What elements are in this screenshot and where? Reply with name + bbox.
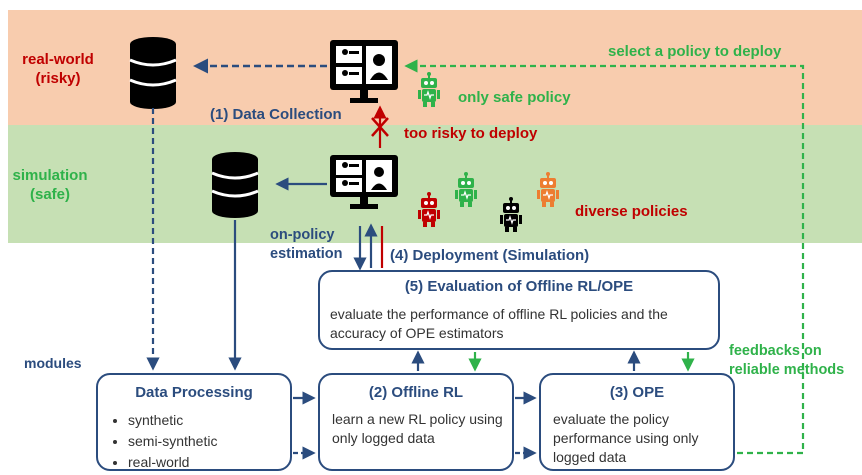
- blocked-cross-icon: [371, 117, 389, 137]
- simulation-label: simulation (safe): [12, 167, 88, 203]
- feedbacks-label: feedbacks on reliable methods: [729, 343, 845, 378]
- on-policy-estimation-label: on-policy estimation: [270, 227, 343, 262]
- real-world-label: real-world (risky): [22, 51, 94, 87]
- data-source-item: real-world: [128, 452, 217, 473]
- database-icon: [129, 37, 177, 109]
- deployment-label: (4) Deployment (Simulation): [390, 247, 590, 264]
- evaluation-text: evaluate the performance of offline RL p…: [330, 306, 668, 341]
- data-processing-box: Data Processing synthetic semi-synthetic…: [96, 373, 292, 471]
- ope-box: (3) OPE evaluate the policy performance …: [539, 373, 735, 471]
- robot-icon: [418, 72, 440, 107]
- diverse-policies-label: diverse policies: [575, 203, 688, 220]
- robot-icon: [455, 172, 477, 207]
- evaluation-title: (5) Evaluation of Offline RL/OPE: [404, 278, 634, 295]
- data-processing-title: Data Processing: [135, 384, 253, 401]
- data-processing-list: synthetic semi-synthetic real-world: [110, 410, 217, 473]
- offline-rl-text: learn a new RL policy using only logged …: [332, 411, 503, 446]
- database-icon: [211, 152, 259, 218]
- ope-text: evaluate the policy performance using on…: [553, 411, 699, 465]
- ope-title: (3) OPE: [609, 384, 665, 401]
- offline-rl-title: (2) Offline RL: [368, 384, 464, 401]
- select-policy-label: select a policy to deploy: [608, 43, 782, 60]
- only-safe-policy-label: only safe policy: [458, 89, 571, 106]
- robot-icon: [537, 172, 559, 207]
- modules-label: modules: [24, 355, 82, 371]
- data-source-item: synthetic: [128, 410, 217, 431]
- data-collection-label: (1) Data Collection: [210, 106, 342, 123]
- monitor-icon: [330, 40, 398, 103]
- monitor-icon: [330, 155, 398, 209]
- robot-icon: [500, 197, 522, 232]
- data-source-item: semi-synthetic: [128, 431, 217, 452]
- robot-icon: [418, 192, 440, 227]
- evaluation-box: (5) Evaluation of Offline RL/OPE evaluat…: [318, 270, 720, 350]
- too-risky-label: too risky to deploy: [404, 125, 538, 142]
- select-policy-loop-arrow: [404, 59, 805, 455]
- offline-rl-box: (2) Offline RL learn a new RL policy usi…: [318, 373, 514, 471]
